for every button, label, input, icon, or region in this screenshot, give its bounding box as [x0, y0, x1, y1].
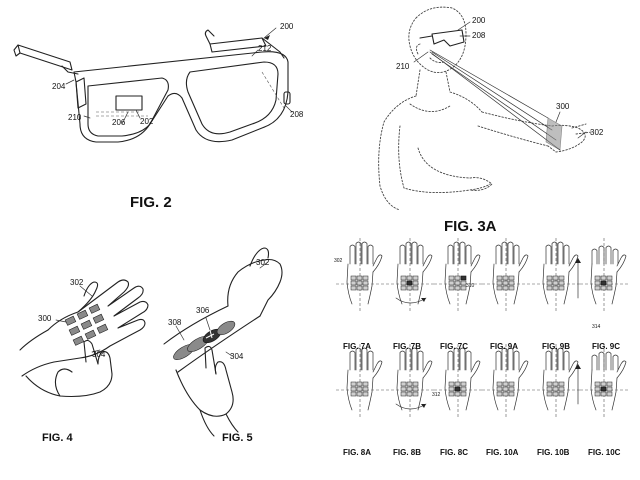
fig8a-caption: FIG. 8A: [343, 448, 372, 457]
fig2-ref-200: 200: [280, 22, 294, 31]
fig7a-caption: FIG. 7A: [343, 342, 372, 351]
fig9b-caption: FIG. 9B: [542, 342, 571, 351]
fig3a-ref-300: 300: [556, 102, 570, 111]
fig5-ref-306: 306: [196, 306, 210, 315]
fig3a-ref-210: 210: [396, 62, 410, 71]
fig9b-hand: [532, 238, 581, 312]
grid-ref-310: 310: [466, 283, 475, 289]
fig9c-hand: [580, 238, 628, 312]
fig5-button-strip: [173, 320, 236, 360]
fig7c-hand: [434, 238, 482, 312]
fig8b-hand: [386, 344, 434, 418]
fig7b-caption: FIG. 7B: [393, 342, 422, 351]
fig5-caption: FIG. 5: [222, 432, 253, 444]
fig8b-caption: FIG. 8B: [393, 448, 422, 457]
fig3a-ref-302: 302: [590, 128, 604, 137]
fig5-ref-302: 302: [256, 258, 270, 267]
fig10a-caption: FIG. 10A: [486, 448, 519, 457]
fig10b-hand: [532, 344, 581, 418]
fig7c-caption: FIG. 7C: [440, 342, 469, 351]
fig2-ref-204: 204: [52, 82, 66, 91]
fig9a-caption: FIG. 9A: [490, 342, 519, 351]
fig10c-caption: FIG. 10C: [588, 448, 621, 457]
fig3a-caption: FIG. 3A: [444, 218, 497, 235]
grid-ref-314: 314: [592, 324, 601, 330]
fig8a-hand: [336, 344, 384, 418]
fig7b-hand: [386, 238, 434, 312]
grid-ref-312: 312: [432, 392, 441, 398]
fig5-ref-304: 304: [230, 352, 244, 361]
fig7a-hand: [336, 238, 384, 312]
fig4-keypad: [64, 303, 109, 346]
fig4-caption: FIG. 4: [42, 432, 73, 444]
fig9c-caption: FIG. 9C: [592, 342, 621, 351]
fig10c-hand: [580, 344, 628, 418]
fig4-ref-304: 304: [92, 350, 106, 359]
fig3a-ref-200: 200: [472, 16, 486, 25]
fig10b-caption: FIG. 10B: [537, 448, 570, 457]
grid-ref-302: 302: [334, 258, 343, 264]
fig4-ref-302: 302: [70, 278, 84, 287]
fig2-ref-206: 206: [112, 118, 126, 127]
fig8c-caption: FIG. 8C: [440, 448, 469, 457]
fig8c-hand: [434, 344, 482, 418]
fig2-caption: FIG. 2: [130, 194, 172, 211]
fig2-ref-208: 208: [290, 110, 304, 119]
fig10a-hand: [482, 344, 530, 418]
fig3a-ref-208: 208: [472, 31, 486, 40]
fig2-ref-212: 212: [258, 44, 272, 53]
fig9a-hand: [482, 238, 530, 312]
fig2-ref-202: 202: [140, 117, 154, 126]
fig5-ref-308: 308: [168, 318, 182, 327]
fig2-ref-210: 210: [68, 113, 82, 122]
fig4-ref-300: 300: [38, 314, 52, 323]
